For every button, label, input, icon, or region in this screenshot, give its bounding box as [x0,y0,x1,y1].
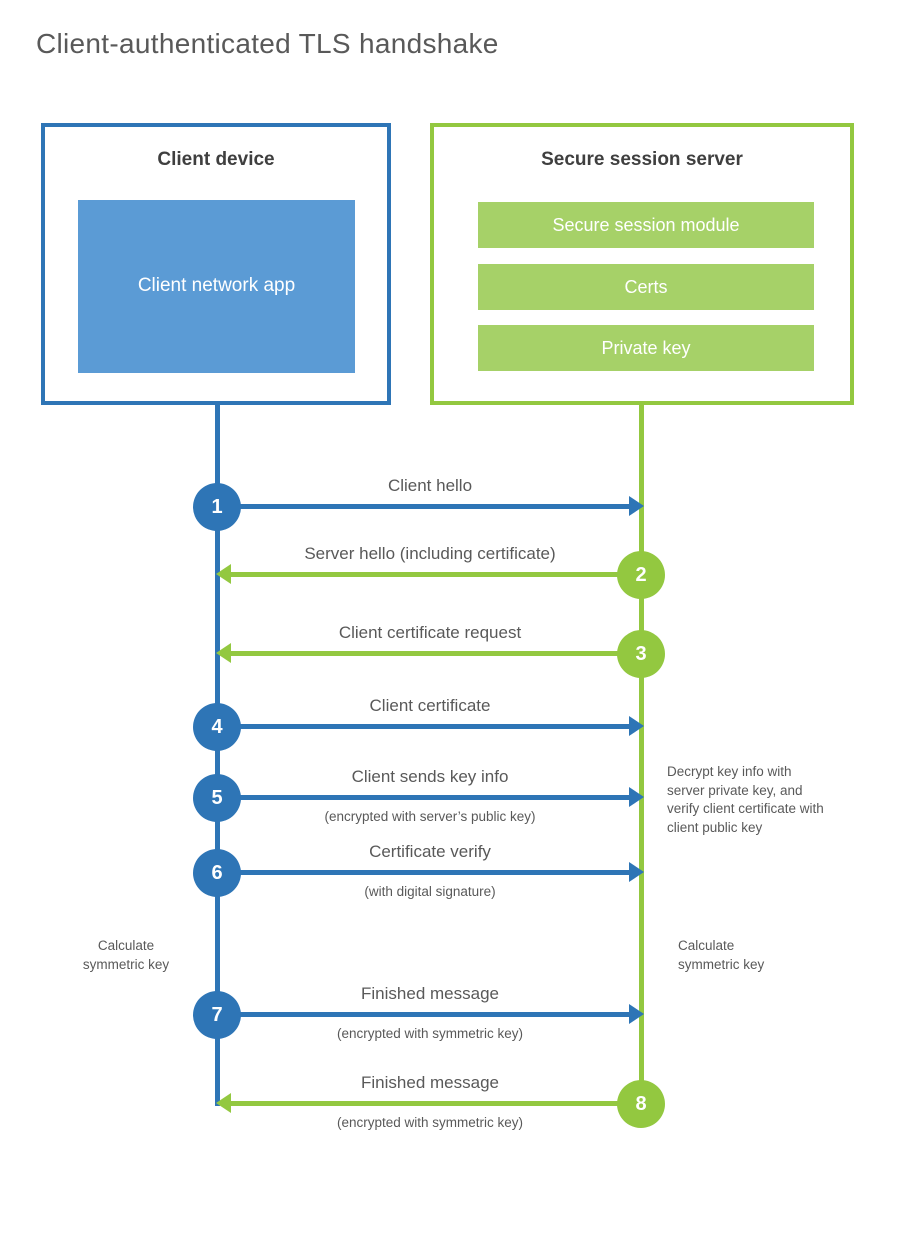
step-1-badge: 1 [193,483,241,531]
message-arrow [231,572,641,577]
step-6-badge: 6 [193,849,241,897]
message-label: Client hello [387,476,473,495]
arrowhead-right-icon [629,862,644,882]
calc-symmetric-key-right: Calculate symmetric key [678,938,765,972]
step-7-badge: 7 [193,991,241,1039]
step-2-badge: 2 [617,551,665,599]
arrowhead-right-icon [629,1004,644,1024]
arrowhead-left-icon [216,643,231,663]
server-title: Secure session server [541,149,743,170]
client-device-title: Client device [157,149,275,170]
message-arrow [217,795,629,800]
step-5-badge: 5 [193,774,241,822]
message-label: Client certificate request [338,623,522,642]
calc-symmetric-key-left: Calculate symmetric key [82,938,170,972]
module-bar-private-key: Private key [478,325,814,371]
client-lifeline [215,405,220,1106]
step-3-badge: 3 [617,630,665,678]
step-4-badge: 4 [193,703,241,751]
page-title: Client-authenticated TLS handshake [36,28,499,59]
module-bar-certs: Certs [478,264,814,310]
server-box: Secure session server Secure session mod… [430,123,854,405]
arrowhead-right-icon [629,787,644,807]
message-arrow [217,724,629,729]
message-label: Client certificate [369,696,491,715]
message-arrow [217,870,629,875]
module-bar-secure-session-module: Secure session module [478,202,814,248]
message-label: Client sends key info [351,767,509,786]
message-arrow [217,1012,629,1017]
message-arrow [231,651,641,656]
message-arrow [217,504,629,509]
message-sublabel: (encrypted with symmetric key) [336,1115,524,1130]
client-network-app-box: Client network app [78,200,355,373]
message-label: Finished message [361,1073,499,1092]
message-sublabel: (encrypted with server’s public key) [324,809,536,824]
message-sublabel: (encrypted with symmetric key) [336,1026,524,1041]
message-label: Certificate verify [369,842,491,861]
client-device-box: Client device Client network app [41,123,391,405]
message-label: Finished message [361,984,499,1003]
server-lifeline [639,405,644,1081]
step-8-badge: 8 [617,1080,665,1128]
message-arrow [231,1101,641,1106]
arrowhead-left-icon [216,564,231,584]
message-sublabel: (with digital signature) [364,884,496,899]
message-label: Server hello (including certificate) [304,544,556,563]
arrowhead-right-icon [629,496,644,516]
arrowhead-right-icon [629,716,644,736]
decrypt-note: Decrypt key info with server private key… [667,764,824,835]
arrowhead-left-icon [216,1093,231,1113]
